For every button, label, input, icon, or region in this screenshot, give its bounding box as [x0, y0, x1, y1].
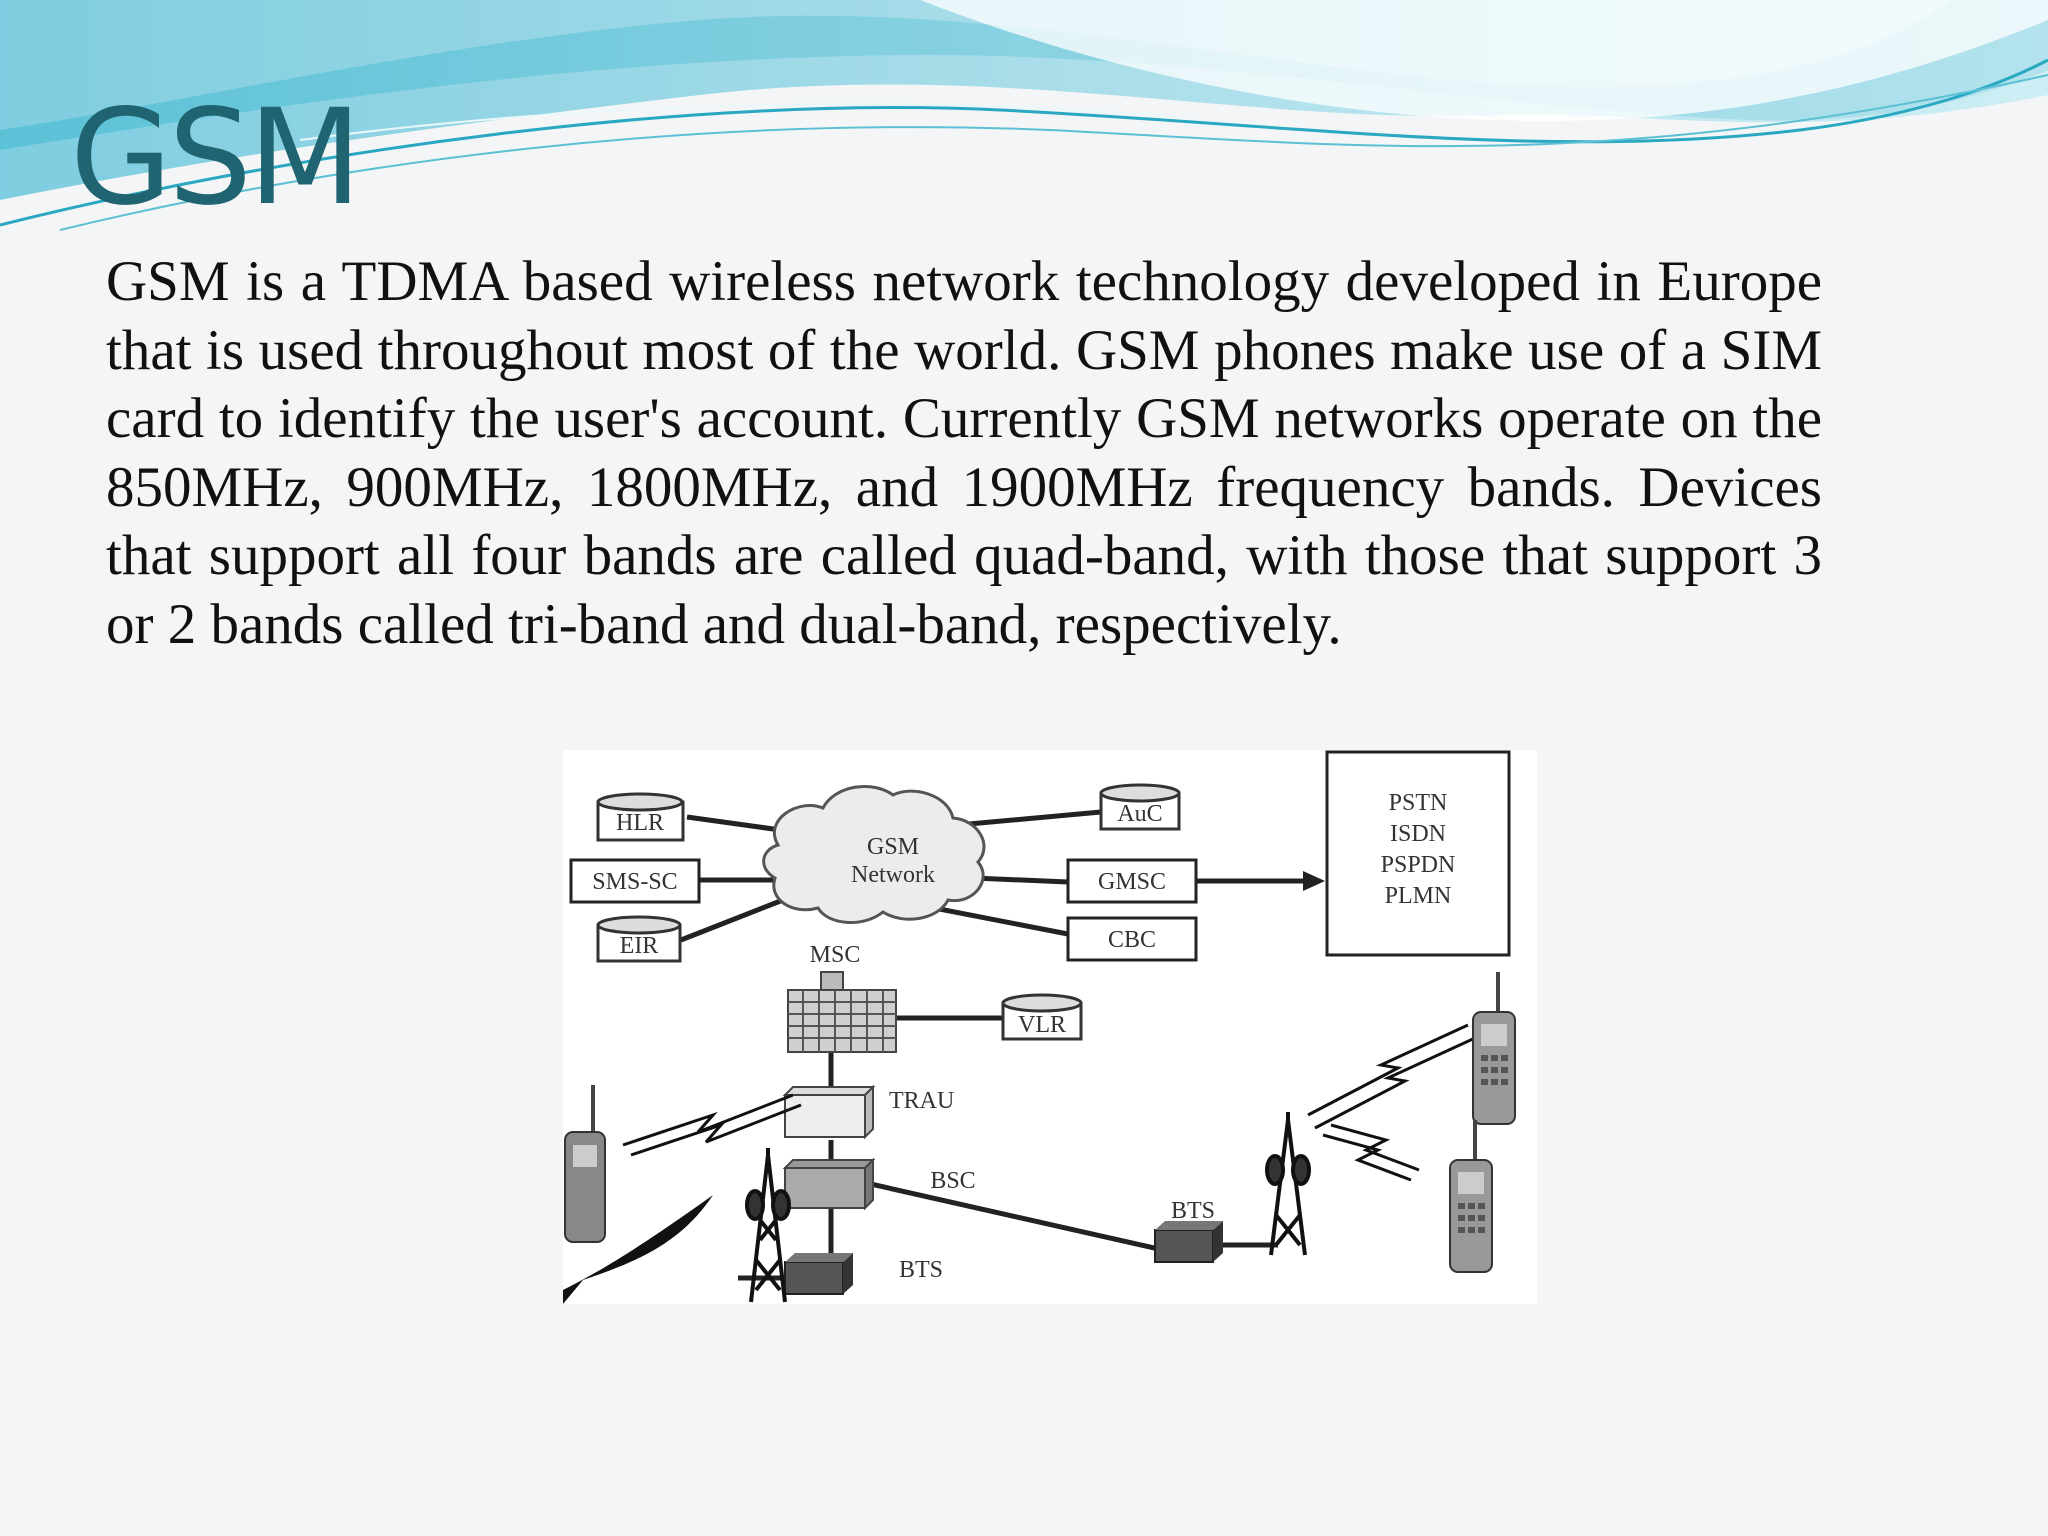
external-networks-box — [1325, 750, 1511, 957]
mobile-phone-left-icon — [564, 1085, 606, 1243]
gmsc-box — [1066, 858, 1198, 904]
bts-left-unit-icon — [784, 1253, 853, 1295]
antenna-tower-right-icon — [1265, 1112, 1311, 1256]
decorative-wave-banner — [0, 0, 2048, 231]
eir-database-icon — [596, 915, 682, 963]
mobile-phone-lower-right-icon — [1449, 1120, 1493, 1273]
hlr-database-icon — [596, 792, 685, 842]
wireless-signal-upper-right-icon — [1307, 1023, 1476, 1130]
isdn-label: ISDN — [1390, 821, 1446, 847]
gsm-network-cloud — [762, 784, 986, 925]
auc-label: AuC — [1117, 801, 1162, 827]
wireless-signal-lower-right-icon — [1322, 1123, 1420, 1182]
trau-unit-icon — [782, 1084, 876, 1140]
bts-right-unit-icon — [1154, 1221, 1223, 1263]
msc-label: MSC — [810, 942, 861, 968]
gsm-architecture-diagram: HLR SMS-SC EIR GSM Network AuC GMSC CBC … — [563, 750, 1537, 1304]
pspdn-label: PSPDN — [1381, 852, 1456, 878]
slide-title: GSM — [70, 81, 362, 235]
gmsc-label: GMSC — [1098, 869, 1166, 895]
wireless-signal-left-icon — [622, 1093, 802, 1157]
auc-database-icon — [1099, 783, 1181, 831]
msc-building-icon — [787, 971, 897, 1053]
slide-body-text: GSM is a TDMA based wireless network tec… — [106, 250, 1822, 656]
vlr-database-icon — [1001, 993, 1083, 1041]
cbc-box — [1066, 916, 1198, 962]
sms-sc-label: SMS-SC — [592, 869, 677, 895]
hlr-label: HLR — [616, 810, 664, 836]
gsm-network-label-line1: GSM — [867, 834, 919, 860]
eir-label: EIR — [620, 933, 659, 959]
trau-label: TRAU — [889, 1088, 954, 1114]
sms-sc-box — [569, 858, 701, 904]
bts-left-label: BTS — [899, 1257, 943, 1283]
antenna-tower-left-icon — [745, 1148, 791, 1303]
terrain-shape — [563, 1195, 713, 1304]
bsc-label: BSC — [930, 1168, 975, 1194]
mobile-phone-upper-right-icon — [1472, 972, 1516, 1125]
vlr-label: VLR — [1018, 1012, 1066, 1038]
cbc-label: CBC — [1108, 927, 1156, 953]
pstn-label: PSTN — [1389, 790, 1448, 816]
plmn-label: PLMN — [1385, 883, 1452, 909]
bts-right-label: BTS — [1171, 1198, 1215, 1224]
gsm-network-label-line2: Network — [851, 862, 935, 888]
bsc-unit-icon — [782, 1157, 876, 1211]
